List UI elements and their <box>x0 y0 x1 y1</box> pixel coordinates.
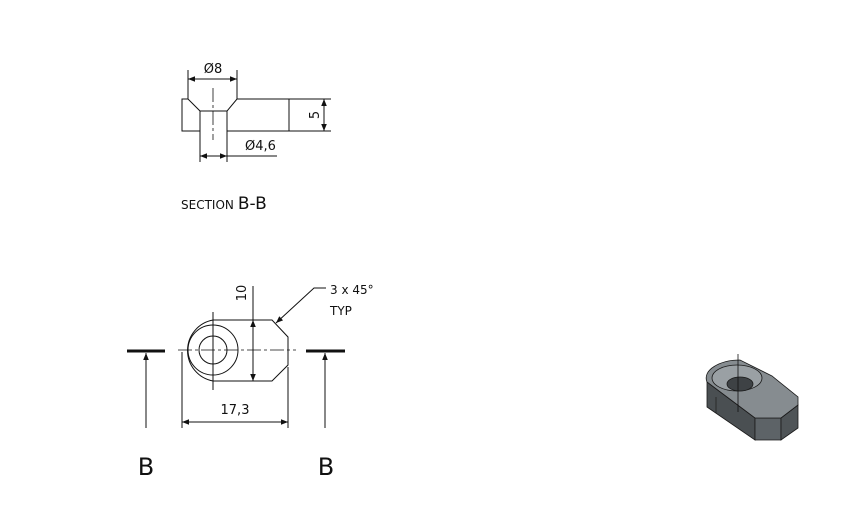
chamfer-note: 3 x 45° <box>330 283 374 297</box>
section-title-name: B-B <box>238 194 267 214</box>
dim-hole-diameter: Ø4,6 <box>245 139 276 154</box>
isometric-view <box>705 354 799 441</box>
section-view: Ø8 5 Ø4,6 SECTION B-B <box>181 62 331 214</box>
top-view: 10 3 x 45° TYP 17,3 B B <box>127 283 374 481</box>
section-title-prefix: SECTION <box>181 198 234 212</box>
dim-counterbore-diameter: Ø8 <box>204 62 223 77</box>
section-label-left: B <box>138 453 154 481</box>
dim-length: 17,3 <box>221 403 250 418</box>
dim-thickness: 5 <box>308 111 323 119</box>
section-hatch-left <box>181 98 201 132</box>
section-title: SECTION B-B <box>181 194 267 214</box>
chamfer-leader <box>275 287 326 324</box>
part-outline <box>187 319 289 382</box>
dim-width: 10 <box>235 285 250 302</box>
section-hatch-right <box>226 98 290 132</box>
section-label-right: B <box>318 453 334 481</box>
chamfer-note-typ: TYP <box>329 304 352 318</box>
